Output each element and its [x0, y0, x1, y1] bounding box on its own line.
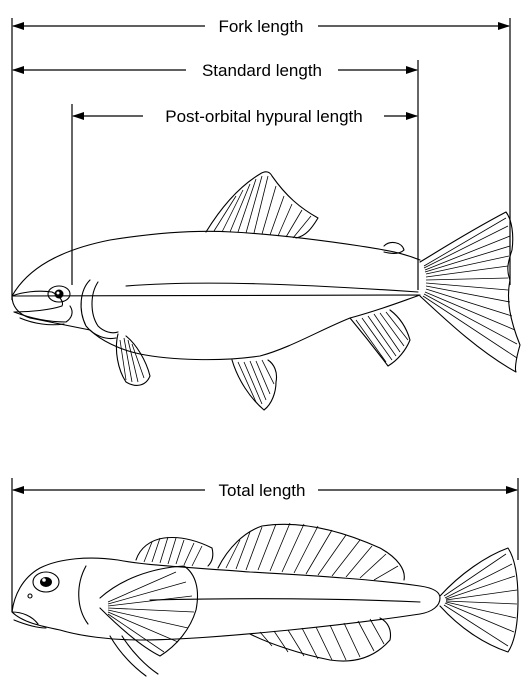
- sculpin-pupil: [40, 577, 52, 587]
- sculpin-anal-fin: [250, 618, 391, 661]
- total-length-measure: Total length: [12, 478, 518, 612]
- salmon-body: [12, 231, 420, 359]
- sculpin-jaw: [14, 620, 46, 628]
- standard-length-label: Standard length: [202, 61, 322, 80]
- salmon-gill-inner: [92, 282, 118, 333]
- post-orbital-label: Post-orbital hypural length: [165, 107, 363, 126]
- salmon-pectoral-fin: [116, 334, 150, 385]
- sculpin-caudal-rays: [444, 554, 517, 646]
- sculpin-caudal-fin: [440, 548, 518, 652]
- fork-length-measure: Fork length: [12, 17, 510, 300]
- total-length-label: Total length: [219, 481, 306, 500]
- sculpin-first-dorsal-fin: [136, 537, 213, 566]
- sculpin-pelvic-fin: [110, 636, 158, 676]
- sculpin-anal-rays: [260, 619, 384, 660]
- salmon-dorsal-rays: [214, 176, 311, 238]
- salmonid-fish-drawing: [12, 172, 520, 410]
- salmon-anal-fin: [350, 310, 410, 366]
- sculpin-second-dorsal-rays: [226, 523, 398, 580]
- salmon-pectoral-rays: [120, 338, 144, 382]
- salmon-caudal-rays: [423, 218, 517, 358]
- standard-length-measure: Standard length: [13, 60, 418, 290]
- sculpin-lateral-line: [150, 599, 420, 602]
- sculpin-fish-drawing: [12, 523, 518, 676]
- salmon-lateral-line: [126, 283, 418, 292]
- fork-length-label: Fork length: [218, 17, 303, 36]
- sculpin-nostril: [28, 594, 32, 598]
- sculpin-mouth: [12, 612, 38, 624]
- sculpin-operculum: [79, 566, 88, 624]
- salmon-pelvic-rays: [238, 360, 274, 404]
- post-orbital-measure: Post-orbital hypural length: [72, 104, 417, 285]
